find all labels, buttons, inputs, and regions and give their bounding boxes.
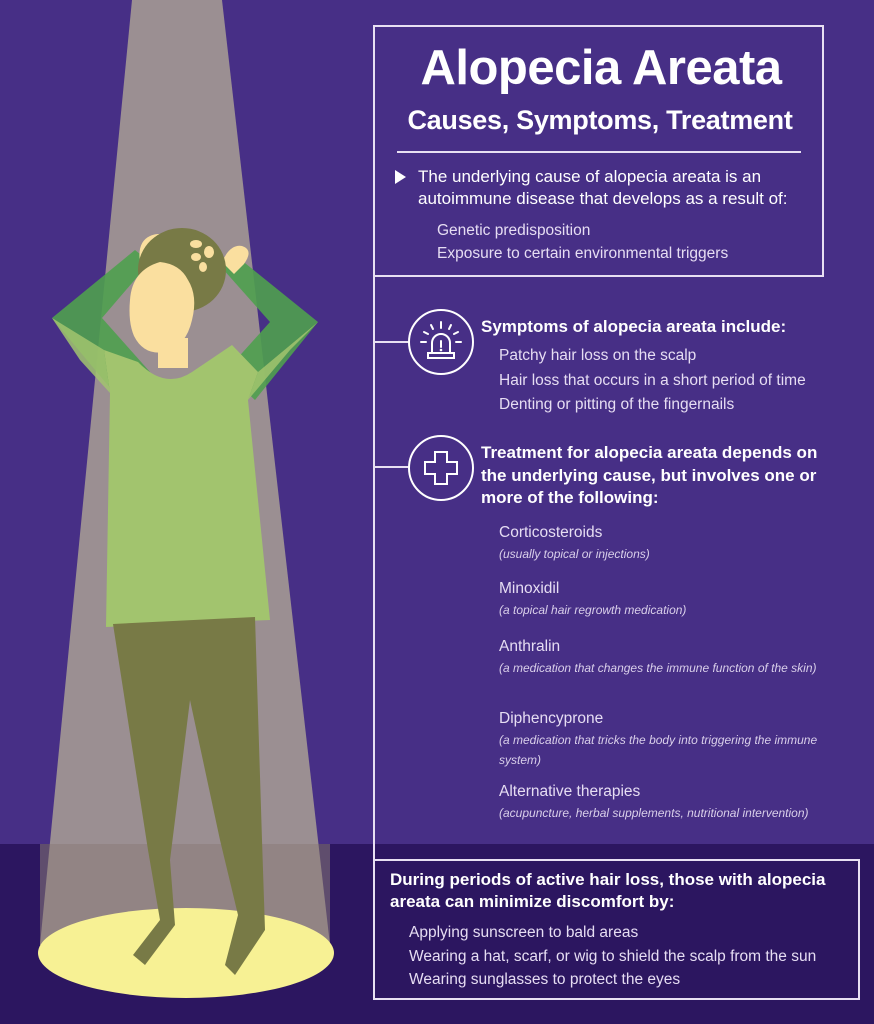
spotlight-illustration bbox=[0, 0, 370, 1024]
treatment-desc: (a topical hair regrowth medication) bbox=[499, 603, 687, 617]
cause-list: Genetic predisposition Exposure to certa… bbox=[437, 219, 728, 265]
list-item: Applying sunscreen to bald areas bbox=[409, 924, 639, 941]
treatment-heading: Treatment for alopecia areata depends on… bbox=[481, 443, 818, 507]
list-item: Hair loss that occurs in a short period … bbox=[499, 371, 806, 389]
treatment-item: Minoxidil (a topical hair regrowth medic… bbox=[499, 578, 829, 620]
list-item: Denting or pitting of the fingernails bbox=[499, 396, 735, 413]
title-box bbox=[373, 25, 824, 277]
treatment-name: Corticosteroids bbox=[499, 524, 603, 541]
tips-list: Applying sunscreen to bald areas Wearing… bbox=[409, 921, 816, 992]
treatment-item: Anthralin (a medication that changes the… bbox=[499, 636, 829, 678]
symptoms-list: Patchy hair loss on the scalp Hair loss … bbox=[499, 344, 806, 418]
page-subtitle: Causes, Symptoms, Treatment bbox=[407, 105, 793, 135]
person-in-spotlight-icon bbox=[38, 0, 334, 998]
treatment-name: Minoxidil bbox=[499, 580, 560, 597]
treatment-item: Alternative therapies (acupuncture, herb… bbox=[499, 781, 829, 823]
treatment-desc: (a medication that tricks the body into … bbox=[499, 733, 818, 767]
tips-heading: During periods of active hair loss, thos… bbox=[390, 870, 826, 911]
treatment-name: Alternative therapies bbox=[499, 783, 641, 800]
list-item: Wearing a hat, scarf, or wig to shield t… bbox=[409, 947, 817, 965]
connector-symptoms bbox=[373, 341, 409, 343]
tips-box bbox=[373, 859, 860, 1000]
triangle-bullet-icon bbox=[395, 170, 406, 184]
page-title: Alopecia Areata bbox=[420, 41, 782, 95]
cause-text: The underlying cause of alopecia areata … bbox=[418, 167, 788, 208]
connector-line bbox=[373, 277, 375, 861]
alarm-siren-icon bbox=[408, 309, 474, 375]
treatment-desc: (a medication that changes the immune fu… bbox=[499, 661, 817, 675]
treatment-name: Anthralin bbox=[499, 638, 561, 655]
list-item: Patchy hair loss on the scalp bbox=[499, 347, 697, 364]
treatment-desc: (usually topical or injections) bbox=[499, 547, 650, 561]
treatment-name: Diphencyprone bbox=[499, 710, 604, 727]
treatment-item: Diphencyprone (a medication that tricks … bbox=[499, 708, 829, 770]
symptoms-heading: Symptoms of alopecia areata include: bbox=[481, 317, 787, 336]
treatment-item: Corticosteroids (usually topical or inje… bbox=[499, 522, 829, 564]
list-item: Wearing sunglasses to protect the eyes bbox=[409, 971, 681, 988]
list-item: Genetic predisposition bbox=[437, 222, 591, 239]
list-item: Exposure to certain environmental trigge… bbox=[437, 245, 729, 262]
treatment-desc: (acupuncture, herbal supplements, nutrit… bbox=[499, 806, 809, 820]
connector-treatment bbox=[373, 466, 409, 468]
title-divider bbox=[397, 151, 801, 153]
medical-cross-icon bbox=[408, 435, 474, 501]
